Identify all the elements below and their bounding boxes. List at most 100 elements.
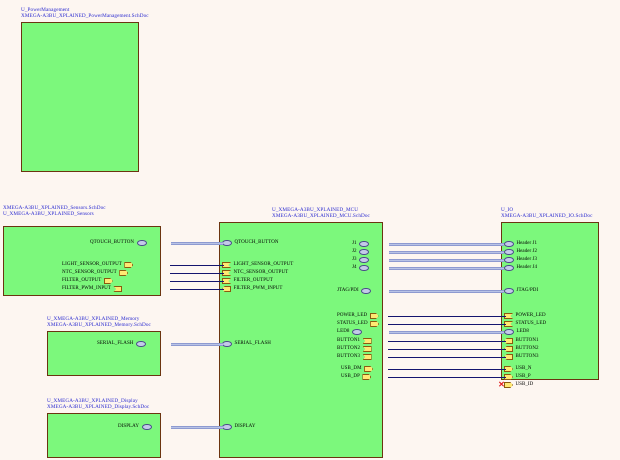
bus-serial-flash[interactable] [171, 342, 223, 346]
sheet-entry-sensors-ntc-sensor-output[interactable]: NTC_SENSOR_OUTPUT [62, 270, 129, 276]
sheet-entry-mcu-serial-flash[interactable]: SERIAL_FLASH [222, 340, 271, 348]
wire-button2[interactable] [388, 349, 506, 350]
sheet-block-power-management[interactable] [21, 22, 139, 172]
sheet-block-memory[interactable] [47, 331, 161, 376]
sheet-entry-io-power-led[interactable]: POWER_LED [504, 313, 546, 319]
sheet-entry-sensors-qtouch-button[interactable]: QTOUCH_BUTTON [90, 239, 147, 247]
sheet-entry-mcu-filter-pwm-input[interactable]: FILTER_PWM_INPUT [222, 286, 282, 292]
entry-label: JTAG/PDI [337, 288, 359, 293]
sheet-entry-io-header-j2[interactable]: Header J2 [504, 248, 538, 256]
entry-label: J2 [352, 249, 357, 254]
sheet-entry-mcu-usb-dp[interactable]: USB_DP [341, 374, 372, 380]
sheet-entry-mcu-light-sensor-output[interactable]: LIGHT_SENSOR_OUTPUT [222, 262, 293, 268]
entry-label: DISPLAY [118, 424, 140, 429]
sheet-block-sensors[interactable] [3, 226, 161, 296]
sheet-entry-mcu-filter-output[interactable]: FILTER_OUTPUT [222, 278, 273, 284]
wire-power-led[interactable] [388, 316, 506, 317]
sheet-entry-io-usb-p[interactable]: USB_P [504, 374, 531, 380]
sheet-entry-mcu-j4[interactable]: J4 [352, 264, 370, 272]
bus-pin-icon [222, 239, 232, 247]
sheet-entry-mcu-button3[interactable]: BUTTON3 [337, 354, 372, 360]
sheet-entry-mcu-button1[interactable]: BUTTON1 [337, 338, 372, 344]
sheet-entry-mcu-j1[interactable]: J1 [352, 240, 370, 248]
sheet-entry-mcu-status-led[interactable]: STATUS_LED [337, 321, 380, 327]
entry-label: Header J2 [516, 249, 538, 254]
bus-pin-icon [141, 423, 152, 431]
bus-header-j4[interactable] [389, 266, 504, 270]
sheet-entry-io-header-j3[interactable]: Header J3 [504, 256, 537, 264]
sheet-entry-io-status-led[interactable]: STATUS_LED [504, 321, 546, 327]
entry-label: J4 [352, 265, 357, 270]
wire-button1[interactable] [388, 341, 506, 342]
bus-header-j2[interactable] [389, 250, 504, 254]
entry-label: Header J4 [516, 265, 538, 270]
signal-pin-icon [362, 338, 372, 344]
entry-label: QTOUCH_BUTTON [234, 240, 279, 245]
sheet-entry-mcu-j2[interactable]: J2 [352, 248, 370, 256]
sheet-entry-mcu-usb-dm[interactable]: USB_DM [341, 366, 374, 372]
sheet-entry-mcu-power-led[interactable]: POWER_LED [337, 313, 379, 319]
entry-label: Header J1 [516, 241, 538, 246]
wire-ntc-sensor-output[interactable] [170, 273, 224, 274]
sheet-entry-sensors-filter-pwm-input[interactable]: FILTER_PWM_INPUT [62, 286, 123, 292]
sheet-entry-io-header-j4[interactable]: Header J4 [504, 264, 538, 272]
sheet-entry-mcu-qtouch-button[interactable]: QTOUCH_BUTTON [222, 239, 279, 247]
sheet-entry-mcu-led8[interactable]: LED8 [337, 328, 362, 336]
sheet-entry-io-led8[interactable]: LED8 [504, 328, 529, 336]
wire-usb-dp-to-usb-p[interactable] [388, 377, 506, 378]
sheet-entry-io-button3[interactable]: BUTTON3 [504, 354, 539, 360]
sheet-entry-io-usb-n[interactable]: USB_N [504, 366, 532, 372]
bus-pin-icon [222, 340, 232, 348]
sheet-entry-display-display[interactable]: DISPLAY [118, 423, 152, 431]
bus-pin-icon [222, 423, 232, 431]
entry-label: LED8 [337, 329, 350, 334]
sheet-block-mcu[interactable] [219, 222, 383, 458]
wire-light-sensor-output[interactable] [170, 265, 224, 266]
signal-pin-icon [362, 354, 372, 360]
entry-label: LIGHT_SENSOR_OUTPUT [233, 262, 294, 267]
bus-pin-icon [361, 287, 372, 295]
entry-label: J1 [352, 241, 357, 246]
bus-jtag-pdi[interactable] [389, 289, 504, 293]
sheet-entry-mcu-j3[interactable]: J3 [352, 256, 370, 264]
sheet-entry-mcu-display[interactable]: DISPLAY [222, 423, 256, 431]
bus-pin-icon [504, 240, 514, 248]
entry-label: USB_ID [515, 382, 534, 387]
sheet-entry-mcu-ntc-sensor-output[interactable]: NTC_SENSOR_OUTPUT [222, 270, 288, 276]
sheet-entry-sensors-light-sensor-output[interactable]: LIGHT_SENSOR_OUTPUT [62, 262, 134, 268]
sheet-entry-mcu-button2[interactable]: BUTTON2 [337, 346, 372, 352]
entry-label: SERIAL_FLASH [234, 341, 271, 346]
entry-label: BUTTON1 [515, 338, 539, 343]
bus-qtouch-button[interactable] [171, 241, 223, 245]
sheet-entry-io-button2[interactable]: BUTTON2 [504, 346, 539, 352]
entry-label: USB_P [515, 374, 531, 379]
sheet-entry-io-usb-id[interactable]: USB_ID [504, 382, 533, 388]
sheet-title-memory-filename: XMEGA-A3BU_XPLAINED_Memory.SchDoc [47, 322, 151, 328]
sheet-entry-mcu-jtag-pdi[interactable]: JTAG/PDI [337, 287, 372, 295]
signal-pin-icon [113, 286, 123, 292]
wire-filter-pwm-input[interactable] [170, 289, 224, 290]
sheet-entry-io-jtag-pdi[interactable]: JTAG/PDI [504, 287, 538, 295]
sheet-entry-io-button1[interactable]: BUTTON1 [504, 338, 539, 344]
bus-led8[interactable] [389, 330, 504, 334]
sheet-entry-sensors-filter-output[interactable]: FILTER_OUTPUT [62, 278, 113, 284]
entry-label: FILTER_PWM_INPUT [62, 286, 111, 291]
entry-label: BUTTON3 [515, 354, 539, 359]
entry-label: USB_DM [341, 366, 362, 371]
sheet-entry-io-header-j1[interactable]: Header J1 [504, 240, 538, 248]
bus-display[interactable] [171, 425, 223, 429]
wire-usb-dm-to-usb-n[interactable] [388, 369, 506, 370]
wire-button3[interactable] [388, 357, 506, 358]
bus-header-j3[interactable] [389, 258, 504, 262]
entry-label: NTC_SENSOR_OUTPUT [233, 270, 289, 275]
sheet-block-io[interactable] [501, 222, 599, 380]
bus-pin-icon [135, 340, 146, 348]
signal-pin-icon [362, 346, 372, 352]
entry-label: STATUS_LED [515, 321, 547, 326]
bus-header-j1[interactable] [389, 242, 504, 246]
wire-status-led[interactable] [388, 324, 506, 325]
sheet-entry-memory-serial-flash[interactable]: SERIAL_FLASH [97, 340, 146, 348]
wire-filter-output[interactable] [170, 281, 224, 282]
sheet-block-display[interactable] [47, 413, 161, 458]
